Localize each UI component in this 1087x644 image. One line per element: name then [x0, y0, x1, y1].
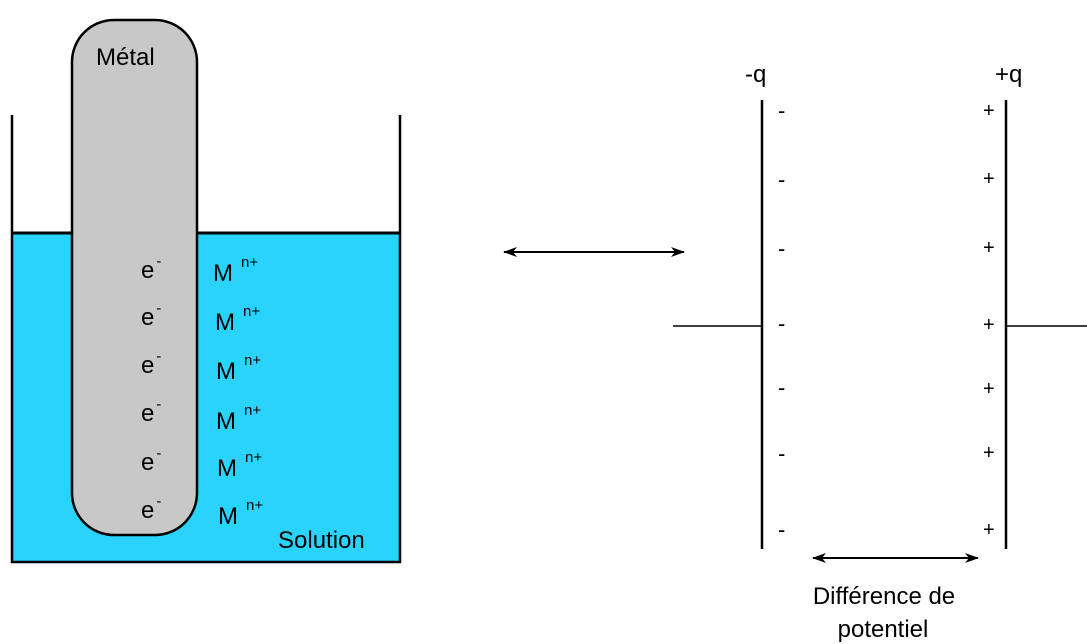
negative-charge-sign: -	[778, 441, 785, 466]
positive-charge-sign: +	[983, 100, 995, 122]
capacitor: -q +q - - - - - - - + + + + + + +	[673, 61, 1087, 549]
negative-charge-sign: -	[778, 98, 785, 123]
positive-charge-sign: +	[983, 237, 995, 259]
electron-label: e-	[141, 396, 161, 427]
negative-charge-sign: -	[778, 517, 785, 542]
negative-charges: - - - - - - -	[778, 98, 785, 542]
electron-label: e-	[141, 445, 161, 476]
electron-label: e-	[141, 348, 161, 379]
electron-label: e-	[141, 493, 161, 524]
potential-difference-label-line1: Différence de	[813, 583, 955, 610]
negative-plate-label: -q	[745, 61, 766, 88]
potential-difference-label-line2: potentiel	[838, 616, 929, 643]
positive-charge-sign: +	[983, 442, 995, 464]
negative-charge-sign: -	[778, 375, 785, 400]
positive-charges: + + + + + + +	[983, 100, 995, 541]
negative-charge-sign: -	[778, 311, 785, 336]
positive-charge-sign: +	[983, 314, 995, 336]
metal-label: Métal	[96, 44, 155, 71]
metal-electrode	[70, 18, 199, 537]
beaker-wall	[10, 115, 402, 564]
electron-label: e-	[141, 253, 161, 284]
electron-label: e-	[141, 300, 161, 331]
positive-charge-sign: +	[983, 519, 995, 541]
positive-plate-label: +q	[995, 61, 1022, 88]
negative-charge-sign: -	[778, 236, 785, 261]
solution-label: Solution	[278, 527, 365, 554]
beaker	[10, 115, 402, 564]
positive-charge-sign: +	[983, 168, 995, 190]
electron-column: e- e- e- e- e- e-	[141, 253, 161, 524]
negative-charge-sign: -	[778, 167, 785, 192]
positive-charge-sign: +	[983, 378, 995, 400]
